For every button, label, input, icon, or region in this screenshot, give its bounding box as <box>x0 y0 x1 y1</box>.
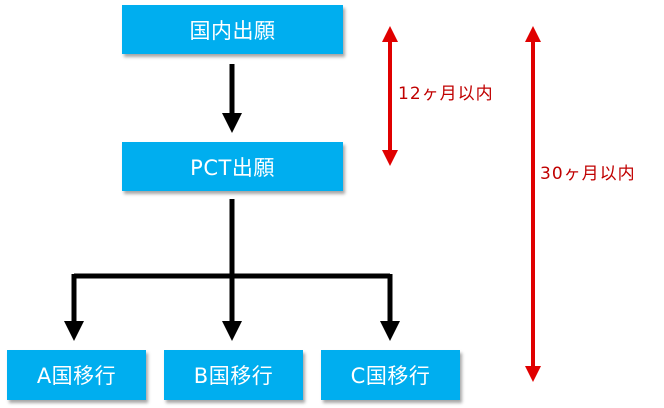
national-entry-b-box: B国移行 <box>164 350 303 400</box>
national-entry-c-box: C国移行 <box>321 350 460 400</box>
period-label-30-months: 30ヶ月以内 <box>540 164 636 184</box>
national-entry-a-box: A国移行 <box>7 350 146 400</box>
period-arrow-30-months <box>525 26 541 382</box>
period-label-12-months: 12ヶ月以内 <box>398 84 494 104</box>
pct-filing-label: PCT出願 <box>190 155 275 180</box>
national-entry-c-label: C国移行 <box>350 364 431 388</box>
domestic-filing-label: 国内出願 <box>189 18 276 43</box>
national-entry-b-label: B国移行 <box>193 364 274 388</box>
domestic-filing-box: 国内出願 <box>122 5 343 54</box>
period-arrow-12-months <box>382 26 398 166</box>
national-entry-a-label: A国移行 <box>36 364 117 388</box>
pct-filing-box: PCT出願 <box>122 142 343 191</box>
